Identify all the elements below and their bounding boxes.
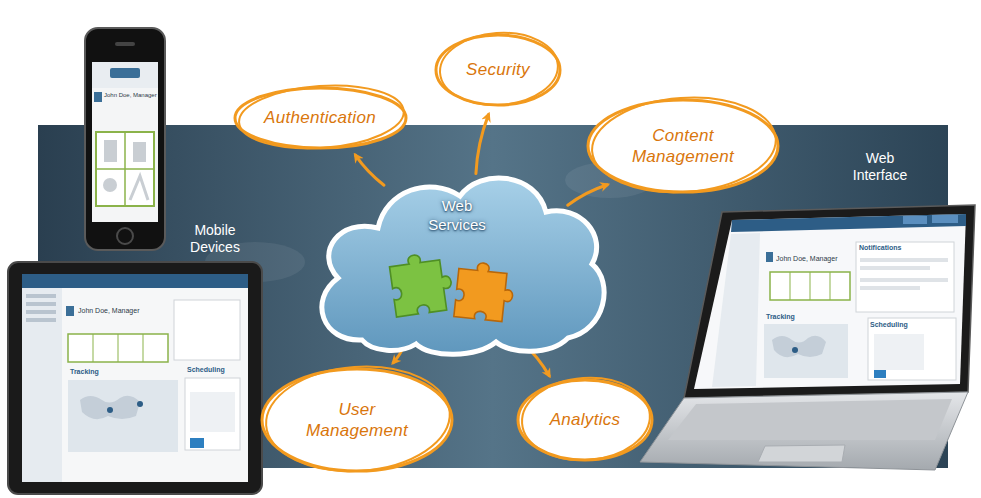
- callout-text: Analytics: [550, 409, 621, 430]
- screen-text: Scheduling: [870, 321, 908, 329]
- hand-drawn-ellipse: [584, 96, 782, 196]
- callout-text: User Management: [295, 399, 420, 442]
- ellipse-stroke: [589, 92, 779, 199]
- phone-illustration: [85, 28, 165, 250]
- connector-arrow: [355, 155, 384, 185]
- puzzle-piece: [453, 260, 515, 322]
- cloud-label: Web Services: [417, 196, 497, 235]
- callout-ellipse: Analytics: [514, 376, 656, 464]
- screen-text: John Doe, Manager: [104, 92, 157, 99]
- callout-ellipse: User Management: [258, 365, 456, 475]
- ellipse-stroke: [588, 100, 778, 192]
- callout-ellipse: Security: [432, 31, 564, 109]
- callout-ellipse: Content Management: [584, 96, 782, 196]
- callout-ellipse: Authentication: [231, 84, 410, 152]
- callout-text: Authentication: [264, 107, 376, 128]
- group-label: Web Interface: [840, 150, 920, 184]
- connector-arrow: [568, 185, 608, 205]
- ellipse-stroke: [262, 369, 452, 471]
- screen-text: Tracking: [70, 368, 99, 376]
- tablet-illustration: [8, 262, 262, 494]
- connector-arrow: [476, 115, 489, 174]
- screen-text: John Doe, Manager: [776, 255, 837, 263]
- cloud-body: [321, 177, 603, 353]
- cloud-shape: [300, 160, 615, 365]
- callout-text: Security: [466, 59, 530, 80]
- screen-text: Tracking: [766, 313, 795, 321]
- screen-text: Scheduling: [187, 366, 225, 374]
- puzzle-piece: [388, 250, 454, 316]
- ellipse-stroke: [235, 88, 406, 148]
- hand-drawn-ellipse: [258, 365, 456, 475]
- group-label: Mobile Devices: [180, 222, 250, 256]
- laptop-illustration: [640, 205, 975, 470]
- ellipse-stroke: [519, 374, 652, 465]
- screen-text: Notifications: [859, 244, 901, 252]
- ellipse-stroke: [263, 361, 454, 478]
- cloud-node: Web Services: [300, 160, 615, 365]
- screen-text: John Doe, Manager: [78, 307, 139, 315]
- ellipse-stroke: [438, 29, 561, 109]
- callout-text: Content Management: [621, 125, 746, 168]
- ellipse-stroke: [236, 80, 405, 153]
